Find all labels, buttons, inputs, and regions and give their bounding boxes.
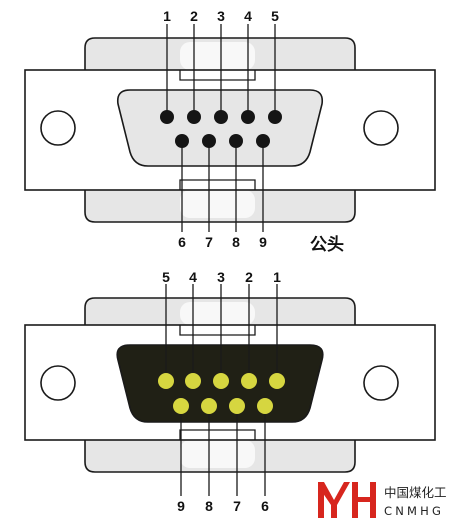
female-pin-lines bbox=[165, 284, 278, 496]
male-pin-label: 7 bbox=[205, 234, 213, 250]
female-pin-label: 8 bbox=[205, 498, 213, 514]
female-socket-2 bbox=[241, 373, 257, 389]
female-pin-label: 3 bbox=[217, 269, 225, 285]
male-pin-lines bbox=[166, 24, 276, 232]
male-pin-5 bbox=[268, 110, 282, 124]
cnmhg-logo: 中国煤化工 CNMHG bbox=[318, 482, 447, 518]
male-pin-3 bbox=[214, 110, 228, 124]
female-socket-1 bbox=[269, 373, 285, 389]
female-pin-label: 4 bbox=[189, 269, 197, 285]
male-pin-label: 1 bbox=[163, 8, 171, 24]
male-mounting-hole-left bbox=[40, 110, 76, 146]
male-d-insert bbox=[116, 89, 324, 167]
female-pin-label: 6 bbox=[261, 498, 269, 514]
male-mounting-hole-right bbox=[363, 110, 399, 146]
female-socket-5 bbox=[158, 373, 174, 389]
cnmhg-logo-english: CNMHG bbox=[384, 504, 444, 518]
male-pin-label: 2 bbox=[190, 8, 198, 24]
male-pin-6 bbox=[175, 134, 189, 148]
female-mounting-hole-left bbox=[40, 365, 76, 401]
female-shell-top-highlight bbox=[180, 302, 255, 325]
female-socket-7 bbox=[229, 398, 245, 414]
female-mounting-hole-right bbox=[363, 365, 399, 401]
female-socket-4 bbox=[185, 373, 201, 389]
female-socket-8 bbox=[201, 398, 217, 414]
male-pin-1 bbox=[160, 110, 174, 124]
female-socket-3 bbox=[213, 373, 229, 389]
male-pin-7 bbox=[202, 134, 216, 148]
male-shell-top-highlight bbox=[180, 42, 255, 70]
cnmhg-logo-mark bbox=[318, 482, 376, 518]
male-pin-2 bbox=[187, 110, 201, 124]
male-pin-8 bbox=[229, 134, 243, 148]
female-sockets bbox=[158, 373, 285, 414]
male-pin-label: 8 bbox=[232, 234, 240, 250]
male-shell-bottom-highlight bbox=[180, 190, 255, 218]
male-pin-label: 4 bbox=[244, 8, 252, 24]
male-pins bbox=[160, 110, 282, 148]
male-pin-label: 9 bbox=[259, 234, 267, 250]
male-pin-label: 6 bbox=[178, 234, 186, 250]
male-pin-label: 3 bbox=[217, 8, 225, 24]
female-pin-label: 5 bbox=[162, 269, 170, 285]
female-connector: 5 4 3 2 1 9 8 7 6 bbox=[24, 269, 436, 514]
male-pin-9 bbox=[256, 134, 270, 148]
female-socket-6 bbox=[257, 398, 273, 414]
female-flange-notch-top bbox=[179, 325, 256, 336]
male-caption: 公头 bbox=[310, 235, 344, 255]
female-pin-label: 2 bbox=[245, 269, 253, 285]
cnmhg-logo-chinese: 中国煤化工 bbox=[384, 485, 447, 500]
male-flange-notch-bottom bbox=[179, 179, 256, 190]
female-pin-label: 9 bbox=[177, 498, 185, 514]
female-shell-bottom-highlight bbox=[180, 440, 255, 468]
female-flange-notch-bottom bbox=[179, 429, 256, 440]
male-flange-notch-top bbox=[179, 70, 256, 81]
male-connector: 1 2 3 4 5 6 7 8 9 公头 bbox=[24, 8, 436, 255]
female-pin-label: 1 bbox=[273, 269, 281, 285]
female-pin-label: 7 bbox=[233, 498, 241, 514]
male-pin-label: 5 bbox=[271, 8, 279, 24]
male-pin-4 bbox=[241, 110, 255, 124]
female-socket-9 bbox=[173, 398, 189, 414]
